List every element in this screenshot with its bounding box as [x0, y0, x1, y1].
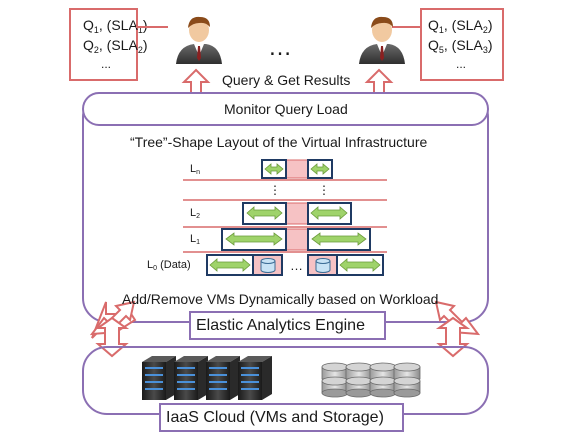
query-results-label: Query & Get Results	[222, 72, 351, 88]
cloud-label-box	[159, 403, 404, 432]
query-box-right: Q1, (SLA2) Q5, (SLA3) ...	[420, 8, 504, 81]
add-remove-label: Add/Remove VMs Dynamically based on Work…	[122, 291, 439, 307]
level-vdots: ⋮	[269, 183, 281, 197]
level-vdots: ⋮	[318, 183, 330, 197]
engine-label: Elastic Analytics Engine	[196, 317, 365, 334]
storage-disk-icon	[260, 258, 331, 273]
query-line: Q5, (SLA3)	[428, 37, 493, 55]
level-l0-ellipsis: …	[290, 258, 303, 273]
storage-disk-icon	[321, 362, 421, 398]
query-line: Q1, (SLA1)	[83, 17, 148, 35]
cloud-label: IaaS Cloud (VMs and Storage)	[166, 409, 384, 426]
monitor-label: Monitor Query Load	[224, 101, 348, 117]
level-label-l2: L2	[190, 207, 201, 220]
query-line: Q2, (SLA2)	[83, 37, 148, 55]
tree-layout	[183, 159, 387, 276]
users-ellipsis: …	[268, 34, 292, 61]
level-label-ln: Ln	[190, 163, 201, 176]
level-label-l0: L0 (Data)	[147, 259, 191, 272]
user-icon	[176, 16, 222, 64]
server-icon	[142, 356, 272, 400]
query-line: Q1, (SLA2)	[428, 17, 493, 35]
user-icon	[359, 16, 405, 64]
query-box-left: Q1, (SLA1) Q2, (SLA2) ...	[69, 8, 148, 81]
level-label-l1: L1	[190, 233, 201, 246]
tree-title: “Tree”-Shape Layout of the Virtual Infra…	[130, 134, 428, 150]
query-more: ...	[456, 57, 467, 71]
engine-label-box	[189, 311, 386, 340]
monitor-box	[82, 92, 489, 126]
query-more: ...	[101, 57, 112, 71]
